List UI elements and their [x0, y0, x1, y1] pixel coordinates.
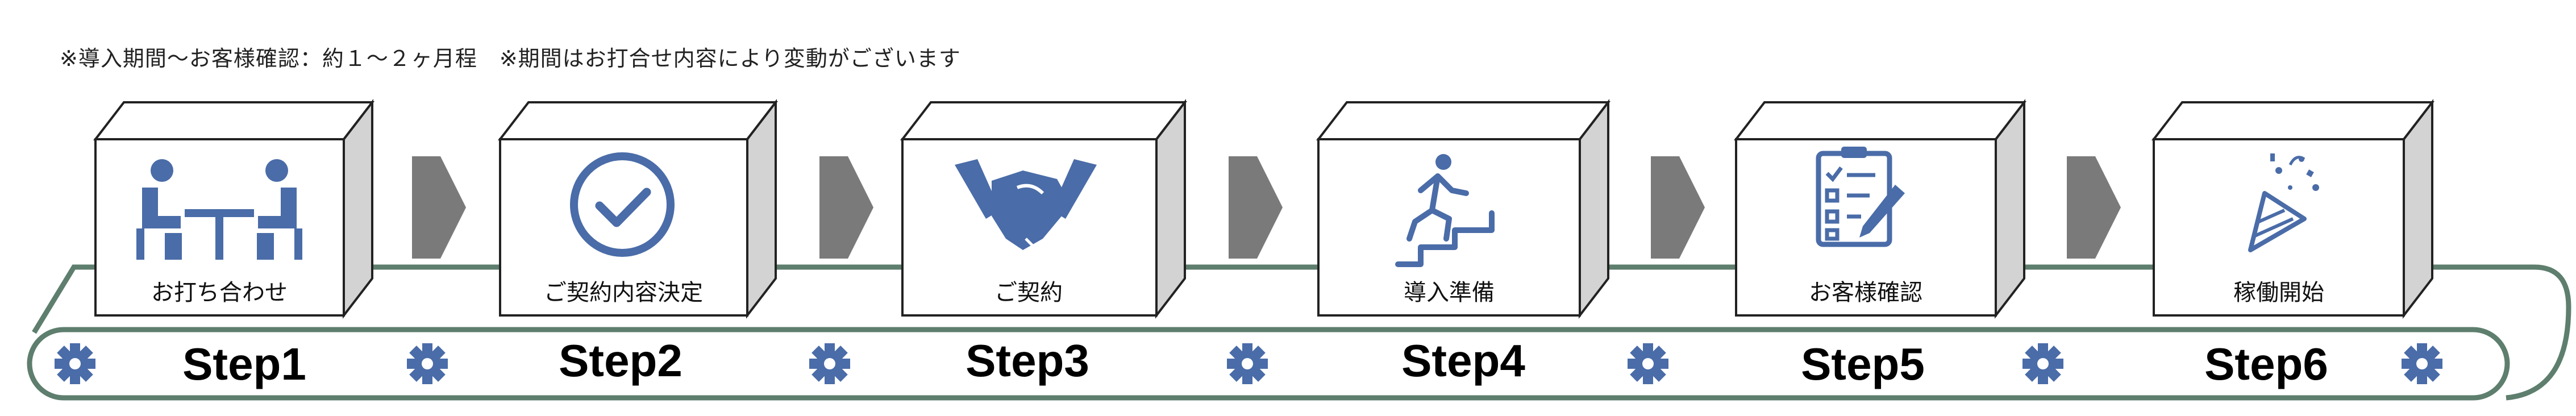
belt-back-edge — [32, 264, 2571, 334]
step-label-3: Step3 — [966, 335, 1089, 386]
checkmark-circle-icon — [570, 152, 675, 257]
gear-icon — [55, 343, 95, 384]
step-box-3: ご契約 — [900, 99, 1188, 319]
gear-icon — [407, 343, 448, 384]
step-box-5: お客様確認 — [1733, 99, 2027, 319]
arrow-right-icon — [2067, 156, 2121, 259]
arrow-right-icon — [1651, 156, 1705, 259]
step-label-6: Step6 — [2204, 339, 2328, 389]
step-caption-5: お客様確認 — [1809, 280, 1922, 306]
step-box-6: 稼働開始 — [2151, 99, 2435, 319]
step-caption-3: ご契約 — [994, 280, 1063, 306]
step-caption-1: お打ち合わせ — [151, 280, 288, 306]
checklist-icon — [1816, 147, 1905, 247]
arrow-right-icon — [819, 156, 873, 259]
arrow-right-icon — [1229, 156, 1283, 259]
step-caption-6: 稼働開始 — [2233, 280, 2324, 306]
step-label-1: Step1 — [182, 339, 306, 389]
step-caption-2: ご契約内容決定 — [544, 280, 703, 306]
step-label-4: Step4 — [1401, 335, 1525, 386]
belt-front — [27, 327, 2510, 401]
step-label-5: Step5 — [1801, 339, 1925, 389]
gear-icon — [1227, 343, 1268, 384]
gear-icon — [2402, 343, 2442, 384]
gear-icon — [1628, 343, 1668, 384]
meeting-icon — [136, 159, 302, 260]
gear-icon — [2022, 343, 2063, 384]
step-caption-4: 導入準備 — [1404, 280, 1495, 306]
belt-right-end — [2506, 306, 2571, 401]
party-popper-icon — [2248, 153, 2319, 252]
step-box-1: お打ち合わせ — [93, 99, 375, 319]
step-label-2: Step2 — [559, 335, 683, 386]
stairs-climber-icon — [1395, 154, 1495, 267]
arrow-right-icon — [412, 156, 466, 259]
handshake-icon — [955, 159, 1097, 252]
period-note: ※導入期間〜お客様確認：約１〜２ヶ月程 ※期間はお打合せ内容により変動がございま… — [60, 46, 961, 71]
step-box-4: 導入準備 — [1316, 99, 1611, 319]
gear-icon — [809, 343, 850, 384]
step-box-2: ご契約内容決定 — [497, 99, 779, 319]
